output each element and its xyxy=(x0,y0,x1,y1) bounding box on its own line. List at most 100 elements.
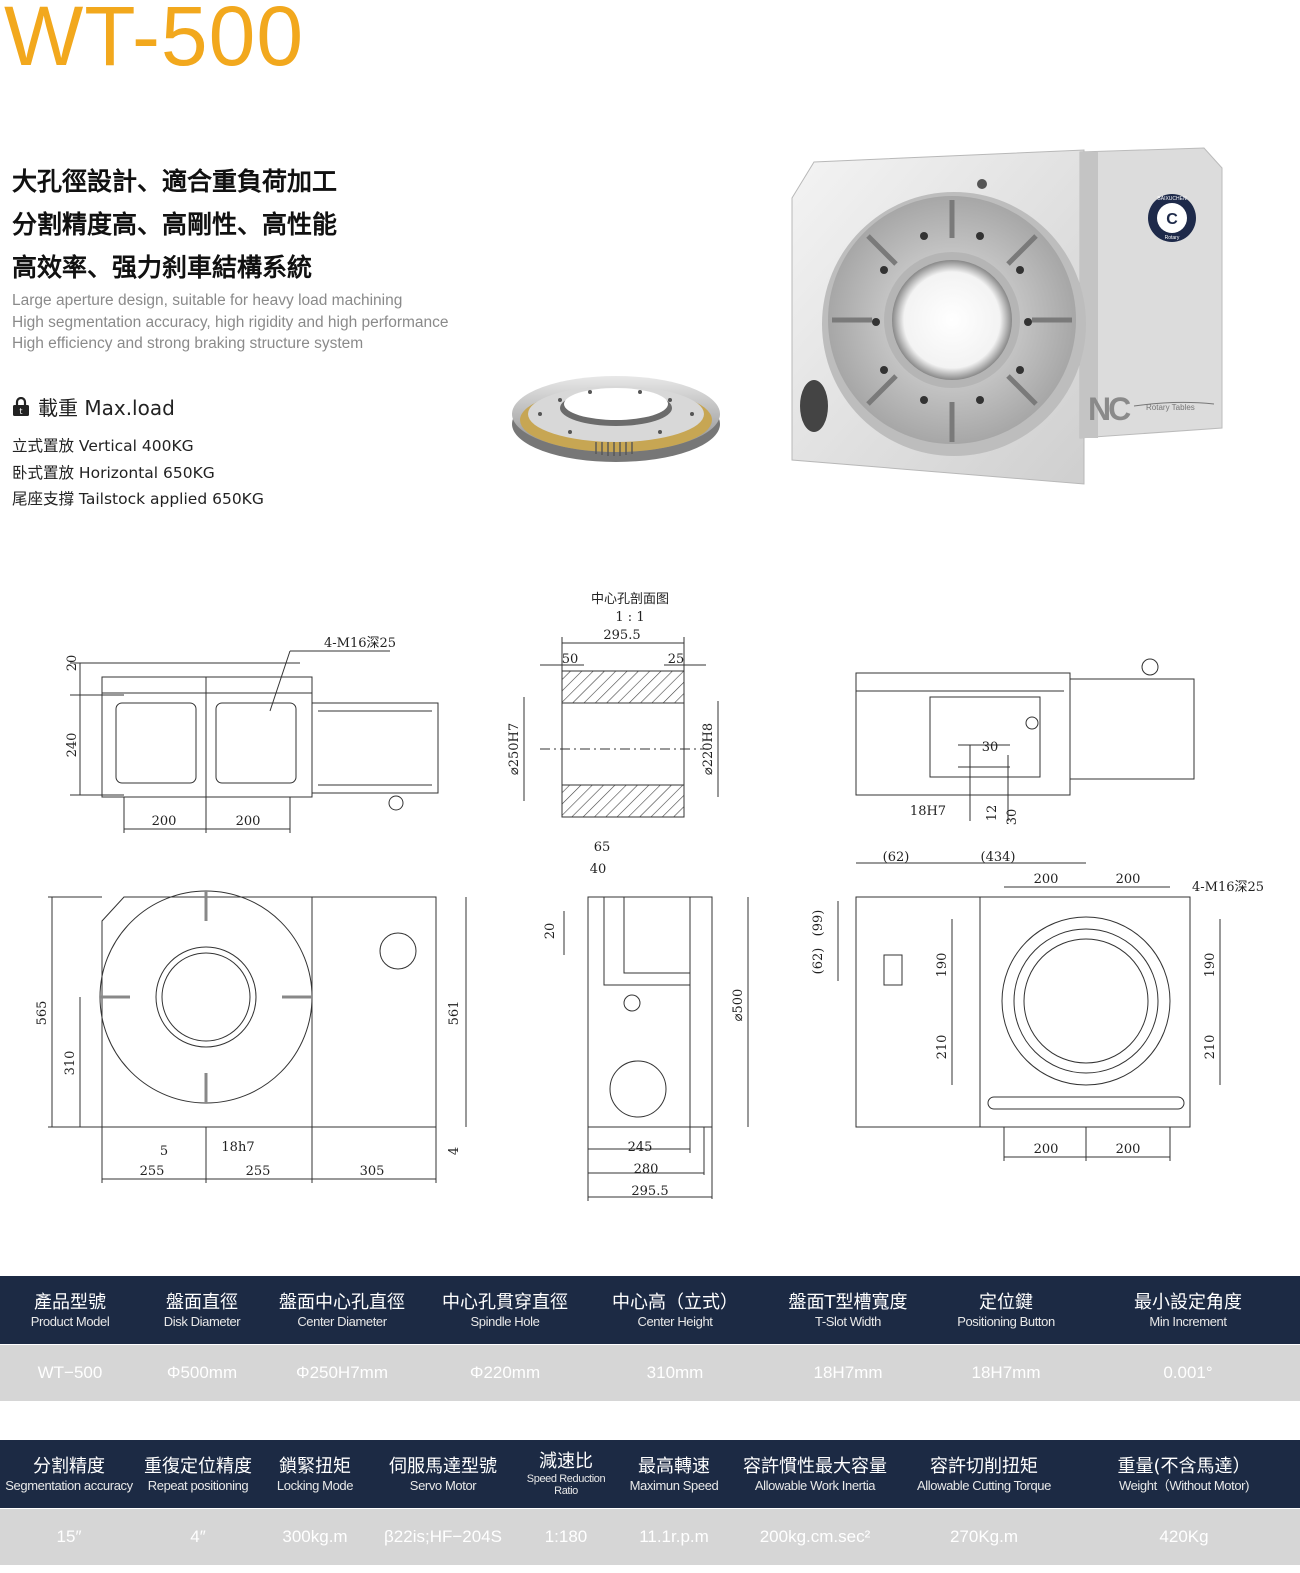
dim-label: 65 xyxy=(594,840,611,855)
dim-label: 255 xyxy=(140,1164,165,1179)
feature-en-line: High segmentation accuracy, high rigidit… xyxy=(12,313,449,331)
load-line-vertical: 立式置放 Vertical 400KG xyxy=(12,437,194,455)
spec-value: Φ500mm xyxy=(166,1363,238,1382)
drawing-top-left xyxy=(70,650,439,833)
model-title: WT-500 xyxy=(4,0,305,83)
dim-label: 5 xyxy=(160,1144,168,1159)
drawing-section xyxy=(523,637,719,818)
max-load-lines: 立式置放 Vertical 400KG 卧式置放 Horizontal 650K… xyxy=(12,433,264,513)
dim-label: 240 xyxy=(65,733,80,758)
drawing-side xyxy=(563,896,749,1201)
feature-cn-line: 大孔徑設計、適合重負荷加工 xyxy=(12,167,338,196)
photo-logo: NC xyxy=(1088,391,1131,427)
spec-value: 1:180 xyxy=(544,1527,588,1546)
spec-header-cell: 重量(不含馬達）Weight（Without Motor) xyxy=(1117,1455,1251,1493)
spec-value: 270Kg.m xyxy=(949,1527,1019,1546)
dim-label: ⌀220H8 xyxy=(701,723,716,775)
dim-label: 200 xyxy=(1116,872,1141,887)
spec-header-cell: 中心高（立式）Center Height xyxy=(612,1291,738,1329)
spec-value: β22is;HF−204S xyxy=(384,1527,502,1546)
svg-text:t: t xyxy=(19,407,22,416)
dim-label: (434) xyxy=(981,850,1016,865)
dim-label: 18h7 xyxy=(221,1140,254,1155)
svg-text:C: C xyxy=(1166,211,1178,228)
load-line-horizontal: 卧式置放 Horizontal 650KG xyxy=(12,463,215,482)
spec-value: 310mm xyxy=(646,1363,704,1382)
dim-label: 4 xyxy=(447,1147,462,1155)
dim-label: 305 xyxy=(360,1164,385,1179)
drawing-bottom-left xyxy=(48,890,467,1183)
dim-label: 295.5 xyxy=(631,1184,668,1199)
dim-label: 190 xyxy=(935,953,950,978)
dim-label: 50 xyxy=(562,652,579,667)
section-scale: 1 : 1 xyxy=(615,610,644,625)
spec-value: 200kg.cm.sec² xyxy=(759,1527,871,1546)
photo-brand-ring: BAIXUCHEN xyxy=(1157,196,1187,202)
spec-value: Φ220mm xyxy=(469,1363,541,1382)
dim-label: 200 xyxy=(236,814,261,829)
spec-value: WT−500 xyxy=(37,1363,103,1382)
max-load-title: 載重 Max.load xyxy=(38,396,175,420)
spec-value: 11.1r.p.m xyxy=(639,1527,709,1546)
weight-icon: t xyxy=(13,396,29,416)
dim-label: 255 xyxy=(246,1164,271,1179)
spec-table-1-values: WT−500 Φ500mm Φ250H7mm Φ220mm 310mm 18H7… xyxy=(0,1345,1300,1401)
dim-label: 280 xyxy=(634,1162,659,1177)
dim-label: (62) xyxy=(811,948,826,975)
feature-en-line: Large aperture design, suitable for heav… xyxy=(12,292,403,309)
dim-label: 245 xyxy=(628,1140,653,1155)
dim-label: 40 xyxy=(590,862,607,877)
features-en: Large aperture design, suitable for heav… xyxy=(12,290,449,355)
spec-table-2-values: 15″ 4″ 300kg.m β22is;HF−204S 1:180 11.1r… xyxy=(0,1509,1300,1565)
dim-label: 18H7 xyxy=(910,804,946,819)
photo-brand-sub: Rotary xyxy=(1165,235,1180,241)
spec-value: 300kg.m xyxy=(282,1527,348,1546)
dim-label: 30 xyxy=(1005,809,1020,826)
dim-label: 25 xyxy=(668,652,685,667)
dim-label: 210 xyxy=(935,1035,950,1060)
dim-label: 190 xyxy=(1203,953,1218,978)
dim-label: 561 xyxy=(447,1001,462,1026)
dim-label: 200 xyxy=(152,814,177,829)
dim-label: ⌀500 xyxy=(731,989,746,1022)
bearing-photo xyxy=(512,376,720,462)
dim-label: (62) xyxy=(883,850,910,865)
dim-label: ⌀250H7 xyxy=(507,723,522,775)
dim-label: 310 xyxy=(63,1051,78,1076)
dim-label: 4-M16深25 xyxy=(1192,880,1264,895)
feature-cn-line: 分割精度高、高剛性、高性能 xyxy=(12,210,338,239)
max-load-block: t 載重 Max.load 立式置放 Vertical 400KG 卧式置放 H… xyxy=(12,392,264,513)
spec-value: 15″ xyxy=(56,1527,82,1546)
technical-drawings: 20 240 200 200 4-M16深25 中心孔剖面图 1 : 1 295… xyxy=(35,592,1264,1201)
spec-value: Φ250H7mm xyxy=(296,1363,388,1382)
dim-label: 200 xyxy=(1034,872,1059,887)
spec-value: 420Kg xyxy=(1159,1527,1209,1546)
dim-label: 210 xyxy=(1203,1035,1218,1060)
spec-value: 18H7mm xyxy=(813,1363,883,1382)
dim-label: 30 xyxy=(982,740,999,755)
load-line-tailstock: 尾座支撐 Tailstock applied 650KG xyxy=(12,490,264,508)
section-title: 中心孔剖面图 xyxy=(591,592,669,607)
dim-label: 20 xyxy=(65,655,80,672)
drawing-top-right xyxy=(855,658,1195,821)
drawing-front-right xyxy=(837,862,1221,1161)
dim-label: (99) xyxy=(811,910,826,937)
dim-label: 295.5 xyxy=(603,628,640,643)
dim-label: 200 xyxy=(1116,1142,1141,1157)
